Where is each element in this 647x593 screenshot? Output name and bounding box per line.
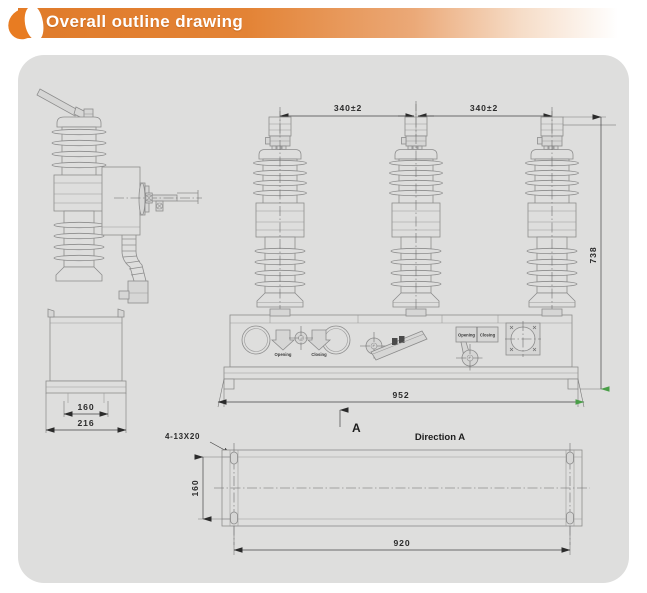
pivot-center-left bbox=[289, 326, 313, 350]
header-gradient-bar bbox=[18, 8, 618, 38]
bolt-detail-1 bbox=[145, 194, 153, 202]
opening-control: Opening bbox=[270, 329, 296, 357]
bolt-detail-2 bbox=[155, 200, 164, 212]
opening-label: Opening bbox=[275, 352, 292, 357]
dim-total-width: 952 bbox=[392, 390, 409, 400]
terminal-flange bbox=[505, 321, 541, 357]
flexible-conduit bbox=[118, 235, 149, 304]
bottom-width-dimension: 920 bbox=[233, 526, 571, 555]
front-elevation-view: Opening Closing bbox=[223, 101, 616, 390]
drawing-panel: 340±2 340±2 bbox=[18, 55, 629, 583]
mechanism-box bbox=[101, 166, 202, 236]
width-dimension: 952 bbox=[217, 378, 585, 408]
side-inner-width-dimension: 160 bbox=[63, 401, 109, 417]
base-cabinet bbox=[45, 308, 127, 403]
dim-phase-spacing-left: 340±2 bbox=[334, 103, 362, 113]
pivot-center-right bbox=[456, 344, 484, 372]
indicator-closing-label: Closing bbox=[480, 333, 496, 338]
bottom-view: Direction A 4-13X20 160 bbox=[165, 432, 590, 555]
section-arrow-a: A bbox=[339, 407, 361, 435]
closing-control: Closing bbox=[306, 329, 332, 357]
dim-bottom-width: 920 bbox=[393, 538, 410, 548]
closing-label: Closing bbox=[311, 352, 327, 357]
indicator-opening-label: Opening bbox=[458, 333, 475, 338]
operating-lever bbox=[36, 88, 94, 122]
page-title: Overall outline drawing bbox=[46, 12, 244, 31]
mounting-hole-note: 4-13X20 bbox=[165, 432, 231, 454]
dim-side-outer-width: 216 bbox=[77, 418, 94, 428]
side-elevation-view: 160 216 bbox=[36, 88, 202, 433]
dim-bottom-depth: 160 bbox=[190, 479, 200, 496]
bottom-view-title: Direction A bbox=[415, 432, 465, 443]
section-letter: A bbox=[352, 421, 361, 435]
dim-phase-spacing-right: 340±2 bbox=[470, 103, 498, 113]
mechanism-housing: Opening Closing bbox=[223, 308, 579, 390]
dim-total-height: 738 bbox=[588, 246, 598, 263]
linkage-assembly bbox=[360, 330, 428, 361]
mounting-slots bbox=[230, 451, 574, 525]
dim-mounting-holes: 4-13X20 bbox=[165, 432, 200, 441]
height-dimension: 738 bbox=[563, 114, 610, 392]
dim-side-inner-width: 160 bbox=[77, 402, 94, 412]
side-outer-width-dimension: 216 bbox=[45, 393, 127, 433]
bottom-depth-dimension: 160 bbox=[190, 454, 230, 522]
technical-drawing: 340±2 340±2 bbox=[36, 88, 616, 555]
page-header: Overall outline drawing bbox=[0, 4, 647, 42]
